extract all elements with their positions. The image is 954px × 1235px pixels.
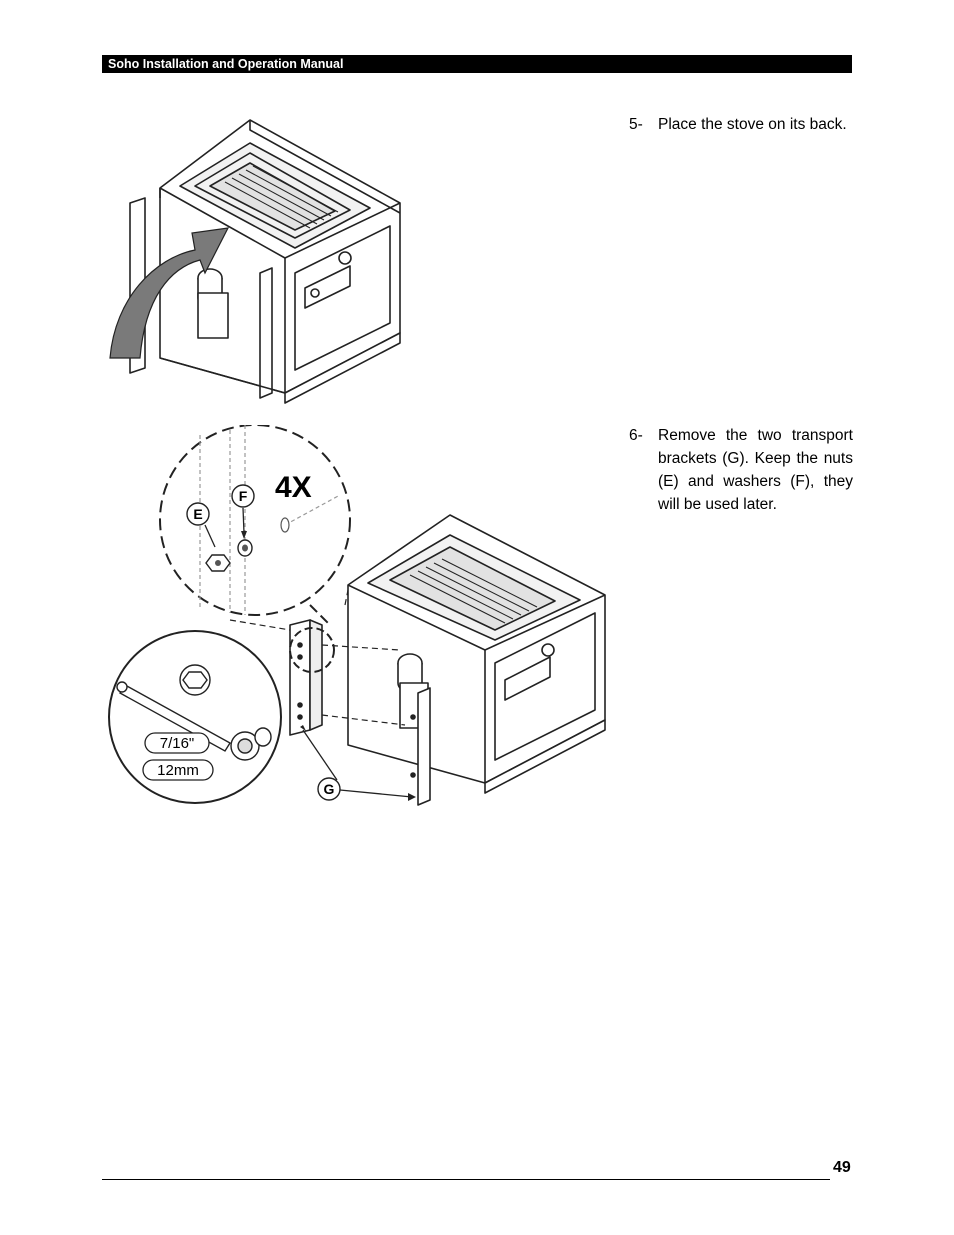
tool-size-imperial: 7/16" [160,735,195,752]
figure-place-stove-on-back [109,119,401,404]
figure-remove-transport-brackets: E F 4X 7/16" 12mm G [108,425,606,806]
step-text: Remove the two transport brackets (G). K… [658,427,853,513]
detail-circle-nut-washer: E F 4X [159,425,351,616]
step-text: Place the stove on its back. [658,116,847,133]
callout-f: F [239,488,248,504]
detail-circle-wrench: 7/16" 12mm [108,630,282,804]
manual-header-bar: Soho Installation and Operation Manual [102,55,852,73]
quantity-label: 4X [275,471,312,504]
callout-e: E [193,506,202,522]
step-5: 5- Place the stove on its back. [629,113,853,136]
step-number: 6- [629,427,643,444]
manual-title: Soho Installation and Operation Manual [108,57,344,71]
tip-over-arrow-icon [109,227,230,359]
nut-icon [205,554,231,572]
page-number: 49 [833,1159,851,1176]
step-number: 5- [629,116,643,133]
callout-g-group: G [300,725,416,801]
washer-icon [237,539,253,557]
hex-socket-icon [179,664,211,696]
step-6: 6- Remove the two transport brackets (G)… [629,424,853,516]
tool-size-metric: 12mm [157,762,199,779]
callout-g: G [324,781,335,797]
footer-rule [102,1179,830,1180]
